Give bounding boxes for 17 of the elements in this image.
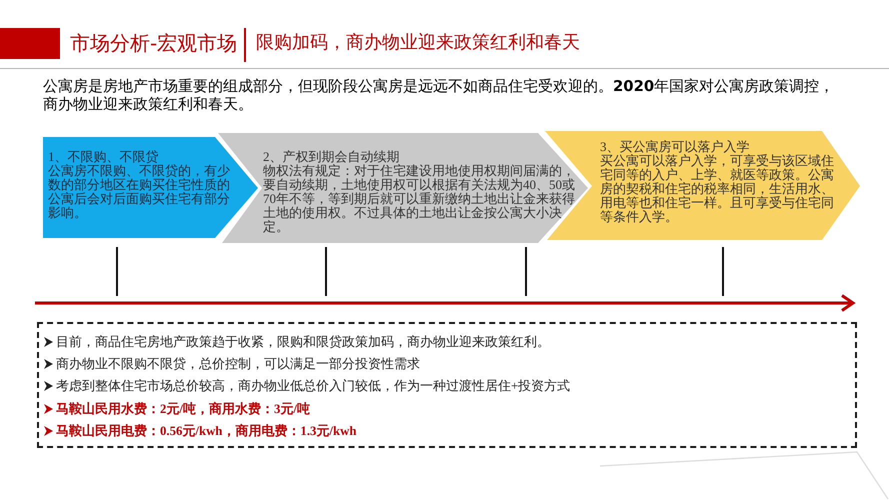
chevron-shape [218,133,588,243]
slide-subtitle: 限购加码，商办物业迎来政策红利和春天 [256,32,580,54]
bullet-text: 考虑到整体住宅市场总价较高，商办物业低总价入门较低，作为一种过渡性居住+投资方式 [56,378,570,394]
chevron-text: 物权法有规定：对于住宅建设用地使用权期间届满的，要自动续期，土地使用权可以根据有关法规为40、50或70年不等，等到期后就可以重新缴纳土地出让金来获得土地的使用权。不过具体的土地出让金按公寓大小决定。 [263,163,575,234]
chevron-heading: 1、不限购、不限贷 [48,149,158,164]
bullet-text: 目前，商品住宅房地产政策趋于收紧，限购和限贷政策加码，商办物业迎来政策红利。 [56,334,550,350]
chevron-text: 买公寓可以落户入学，可享受与该区域住宅同等的入户、上学、就医等政策。公寓房的契税和住宅的税率相同，生活用水、用电等也和住宅一样。且可享受与住宅同等条件入学。 [600,153,834,224]
chevron-text: 公寓房不限购、不限贷的，有少数的部分地区在购买住宅性质的公寓后会对后面购买住宅有部分影响。 [48,163,230,220]
bullet-text: 马鞍山民用水费：2元/吨，商用水费：3元/吨 [56,400,310,417]
note-panel [37,322,857,448]
chevron-shape [43,137,258,238]
chevron-heading: 2、产权到期会自动续期 [263,149,400,164]
bullet-text: 商办物业不限购不限贷，总价控制，可以满足一部分投资性需求 [56,356,420,372]
bullet-text: 马鞍山民用电费：0.56元/kwh，商用电费：1.3元/kwh [56,422,356,439]
intro-paragraph: 公寓房是房地产市场重要的组成部分，但现阶段公寓房是远远不如商品住宅受欢迎的。2020年国家对公寓房政策调控，商办物业迎来政策红利和春天。 [43,78,835,113]
chevron-heading: 3、买公寓房可以落户入学 [600,139,750,154]
slide-title: 市场分析-宏观市场 [70,31,238,55]
